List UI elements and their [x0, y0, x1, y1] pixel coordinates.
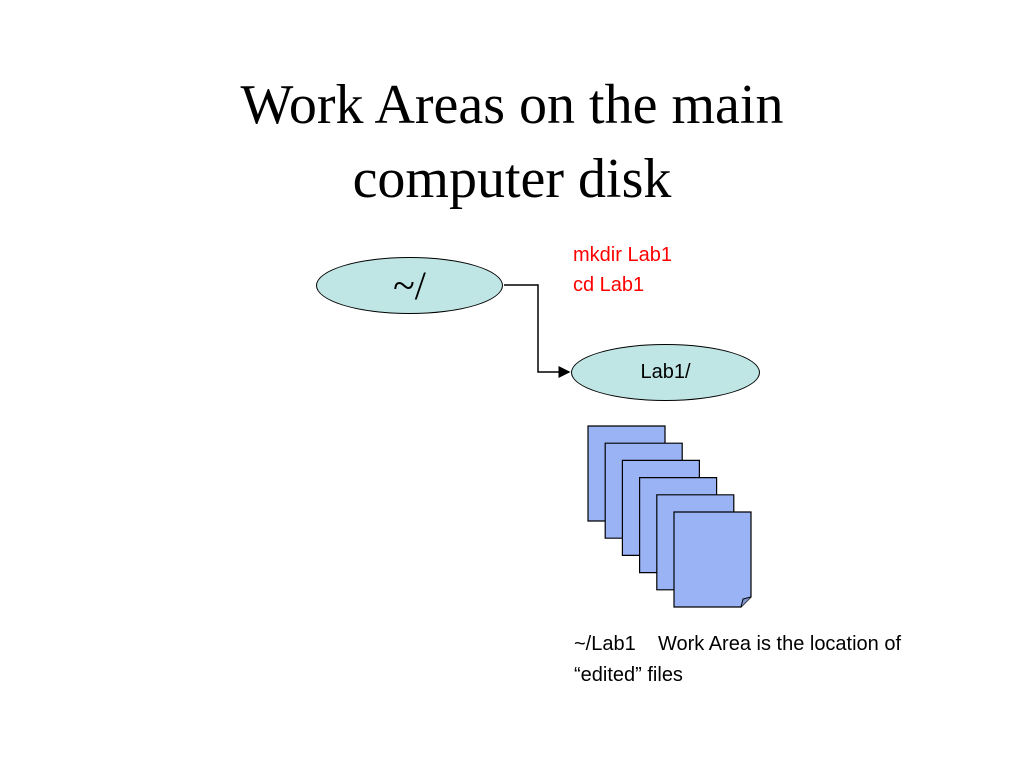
- caption: ~/Lab1 Work Area is the location of “edi…: [574, 629, 1014, 691]
- caption-line-1: ~/Lab1 Work Area is the location of: [574, 633, 902, 655]
- lab1-directory-label: Lab1/: [640, 361, 691, 383]
- lab1-directory-node: Lab1/: [571, 344, 760, 401]
- title-line-2: computer disk: [352, 148, 672, 210]
- title-line-1: Work Areas on the main: [240, 74, 784, 136]
- caption-line-2: “edited” files: [574, 664, 683, 686]
- document-icon: [673, 511, 752, 608]
- slide-title: Work Areas on the main computer disk: [0, 68, 1024, 216]
- command-cd: cd Lab1: [573, 274, 645, 296]
- command-annotation: mkdir Lab1 cd Lab1: [573, 240, 672, 300]
- home-directory-label: ~/: [393, 263, 426, 308]
- home-directory-node: ~/: [316, 257, 503, 314]
- file-stack-icon: [587, 425, 752, 608]
- command-mkdir: mkdir Lab1: [573, 244, 672, 266]
- connector-arrow: [504, 284, 571, 378]
